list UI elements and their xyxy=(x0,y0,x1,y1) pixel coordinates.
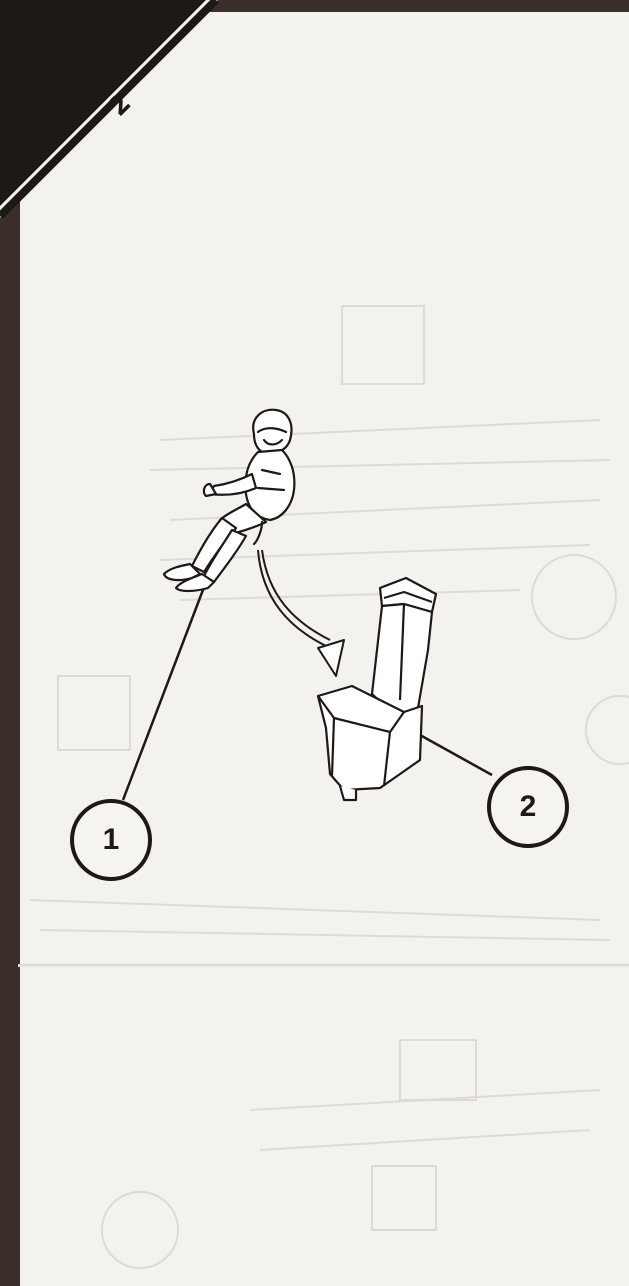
placement-arrow xyxy=(258,550,344,676)
callout-2-label: 2 xyxy=(520,790,537,824)
callout-1-label: 1 xyxy=(103,823,120,857)
callout-1: 1 xyxy=(70,799,152,881)
ejection-seat xyxy=(318,578,436,800)
leader-line-1 xyxy=(123,582,206,800)
leader-line-2 xyxy=(420,735,492,775)
pilot-figure xyxy=(164,410,294,591)
callout-2: 2 xyxy=(487,766,569,848)
